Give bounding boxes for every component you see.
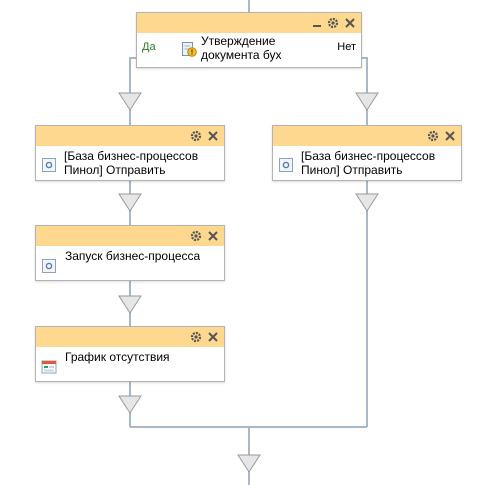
gear-icon[interactable]: [327, 17, 339, 29]
gear-icon[interactable]: [190, 230, 202, 242]
close-icon[interactable]: [207, 230, 219, 242]
activity-label-line2: Пинол] Отправить: [301, 163, 403, 177]
gear-icon[interactable]: [427, 130, 439, 142]
minimize-icon[interactable]: [311, 17, 323, 29]
flow-arrow-yes-icon: [118, 92, 142, 111]
flow-arrow-no-icon: [355, 92, 379, 111]
close-icon[interactable]: [444, 130, 456, 142]
condition-title-line1: Утверждение: [201, 34, 276, 48]
connector-line-yes: [129, 57, 136, 125]
activity-block-left-send[interactable]: [База бизнес-процессов Пинол] Отправить: [35, 125, 225, 181]
branch-yes-label: Да: [142, 41, 156, 53]
activity-label-line2: Пинол] Отправить: [64, 163, 166, 177]
condition-title-line2: документа бух: [201, 48, 282, 62]
block-header[interactable]: [137, 13, 361, 33]
block-header[interactable]: [36, 327, 224, 347]
activity-block-absence-schedule[interactable]: График отсутствия: [35, 326, 225, 382]
activity-block-right-send[interactable]: [База бизнес-процессов Пинол] Отправить: [272, 125, 462, 181]
condition-block[interactable]: Да Утверждение документа бух Нет: [136, 12, 362, 68]
activity-icon: [279, 158, 293, 172]
document-warning-icon: [182, 42, 197, 57]
close-icon[interactable]: [207, 130, 219, 142]
flow-arrow-left-2-icon: [118, 295, 142, 314]
gear-icon[interactable]: [190, 331, 202, 343]
activity-label: График отсутствия: [65, 350, 170, 364]
calendar-list-icon: [41, 360, 57, 374]
activity-label-line1: [База бизнес-процессов: [301, 149, 436, 163]
flow-arrow-bottom-icon: [237, 454, 261, 473]
activity-block-start-process[interactable]: Запуск бизнес-процесса: [35, 225, 225, 281]
close-icon[interactable]: [344, 17, 356, 29]
block-header[interactable]: [36, 126, 224, 146]
connector-line-no: [361, 57, 368, 125]
flow-arrow-right-1-icon: [355, 193, 379, 212]
activity-icon: [42, 259, 56, 273]
branch-no-label: Нет: [337, 41, 356, 53]
block-header[interactable]: [36, 226, 224, 246]
flow-arrow-left-1-icon: [118, 193, 142, 212]
gear-icon[interactable]: [190, 130, 202, 142]
flow-arrow-left-3-icon: [118, 395, 142, 414]
activity-label: Запуск бизнес-процесса: [65, 249, 201, 263]
close-icon[interactable]: [207, 331, 219, 343]
block-header[interactable]: [273, 126, 461, 146]
activity-icon: [42, 158, 56, 172]
activity-label-line1: [База бизнес-процессов: [64, 149, 199, 163]
